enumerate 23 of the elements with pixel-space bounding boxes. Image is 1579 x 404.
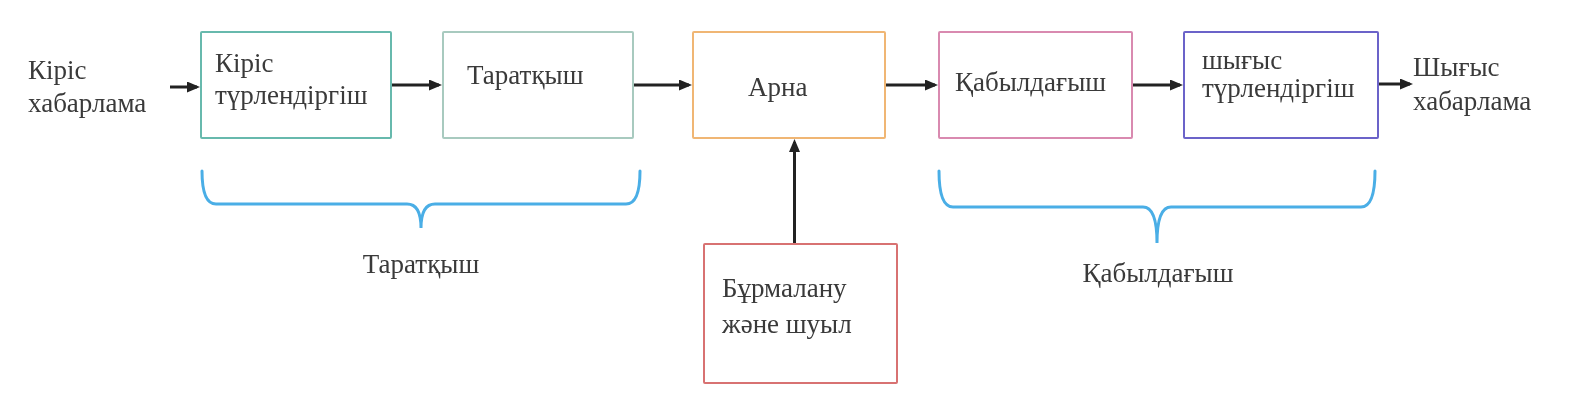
box-label: Бұрмалану және шуыл bbox=[722, 272, 853, 341]
process-box bbox=[692, 31, 886, 139]
group-label: Қабылдағыш bbox=[1082, 257, 1234, 289]
box-label: шығыс түрлендіргіш bbox=[1202, 46, 1356, 102]
arrow bbox=[170, 81, 200, 93]
arrow bbox=[886, 79, 938, 91]
process-box bbox=[442, 31, 634, 139]
message-text: Шығыс хабарлама bbox=[1413, 51, 1533, 118]
group-label: Таратқыш bbox=[362, 248, 480, 280]
box-label: Кіріс түрлендіргіш bbox=[215, 47, 369, 111]
message-text: Кіріс хабарлама bbox=[28, 54, 148, 120]
arrow bbox=[1379, 78, 1413, 90]
box-label: Қабылдағыш bbox=[955, 66, 1107, 98]
box-label: Арна bbox=[748, 71, 808, 103]
arrow bbox=[392, 79, 442, 91]
process-box bbox=[1183, 31, 1379, 139]
arrow bbox=[789, 139, 800, 243]
arrow bbox=[1133, 79, 1183, 91]
arrow bbox=[634, 79, 692, 91]
process-box bbox=[938, 31, 1133, 139]
box-label: Таратқыш bbox=[467, 59, 584, 91]
process-box bbox=[703, 243, 898, 384]
process-box bbox=[200, 31, 392, 139]
